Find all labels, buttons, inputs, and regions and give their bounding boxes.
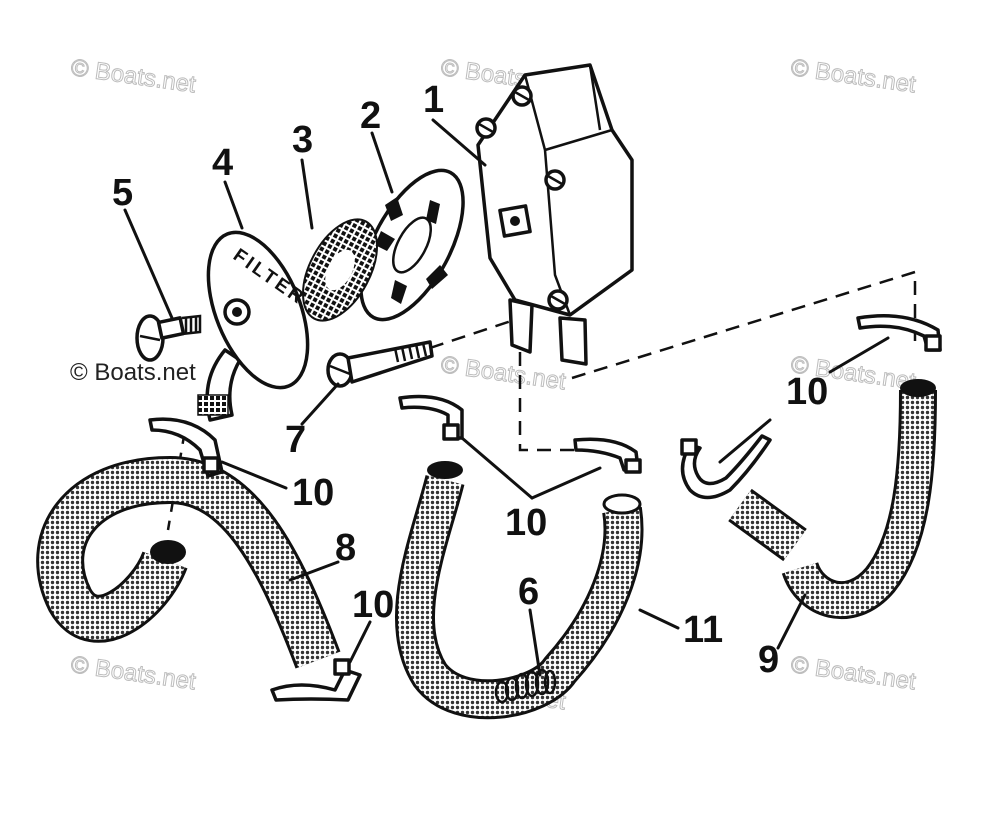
watermark: © Boats.net (69, 54, 198, 98)
callout-10-middle: 10 (505, 502, 547, 544)
spring (494, 668, 557, 704)
callout-3: 3 (292, 119, 313, 161)
clamp (573, 437, 642, 474)
watermark: © Boats.net (439, 351, 568, 395)
callout-11: 11 (683, 609, 723, 651)
callouts: 1 2 3 4 5 7 10 10 10 10 8 6 11 9 (112, 79, 828, 681)
thumb-screw (135, 314, 202, 362)
clamp (148, 417, 224, 478)
watermark: © Boats.net (789, 54, 918, 98)
callout-10-bottom: 10 (352, 584, 394, 626)
clamps (148, 313, 942, 702)
filter-screen (302, 218, 378, 322)
hose-middle (395, 461, 644, 720)
callout-4: 4 (212, 142, 233, 184)
clamp (270, 658, 362, 702)
callout-5: 5 (112, 172, 133, 214)
callout-10-right-top: 10 (786, 371, 828, 413)
pump-screw (326, 340, 434, 388)
hose-right (728, 379, 937, 620)
diaphragm (359, 168, 465, 322)
clamp (680, 434, 772, 500)
callout-8: 8 (335, 527, 356, 569)
hose-left (36, 456, 341, 669)
leader-lines (123, 118, 890, 677)
callout-7: 7 (285, 419, 306, 461)
fuel-pump (475, 63, 634, 366)
clamp (856, 313, 942, 352)
watermark-solid: © Boats.net (70, 359, 196, 386)
filter-cover: FILTER (197, 230, 310, 422)
callout-1: 1 (423, 79, 444, 121)
callout-2: 2 (360, 95, 381, 137)
callout-9: 9 (758, 639, 779, 681)
watermark: © Boats.net (69, 651, 198, 695)
callout-10-left: 10 (292, 472, 334, 514)
callout-6: 6 (518, 571, 539, 613)
watermark: © Boats.net (789, 651, 918, 695)
clamp (398, 394, 464, 441)
